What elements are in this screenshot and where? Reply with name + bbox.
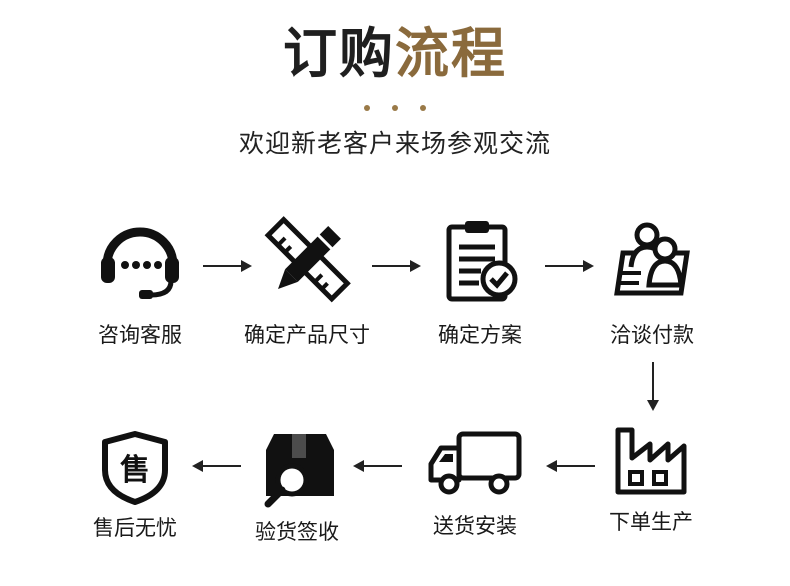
step-label: 洽谈付款 bbox=[610, 323, 694, 347]
step-payment: 洽谈付款 bbox=[577, 215, 727, 349]
step-label: 送货安装 bbox=[433, 514, 517, 538]
step-inspect: 验货签收 bbox=[222, 430, 372, 546]
arrow-right-icon bbox=[372, 258, 422, 277]
step-label: 确定产品尺寸 bbox=[244, 323, 370, 347]
arrow-left-icon bbox=[352, 458, 402, 477]
pencil-ruler-icon bbox=[264, 216, 351, 303]
title-dots bbox=[0, 96, 790, 115]
title-part2: 流程 bbox=[395, 22, 507, 85]
step-label: 验货签收 bbox=[255, 520, 339, 544]
arrow-right-icon bbox=[545, 258, 595, 277]
step-label: 下单生产 bbox=[609, 510, 693, 534]
clipboard-check-icon bbox=[446, 221, 518, 302]
arrow-right-icon bbox=[203, 258, 253, 277]
step-label: 咨询客服 bbox=[98, 323, 182, 347]
factory-icon bbox=[615, 427, 687, 495]
step-delivery: 送货安装 bbox=[400, 430, 550, 540]
box-search-icon bbox=[264, 434, 334, 508]
step-size: 确定产品尺寸 bbox=[232, 215, 382, 349]
step-production: 下单生产 bbox=[576, 420, 726, 536]
page-title: 订购流程 bbox=[0, 22, 790, 86]
headset-icon bbox=[101, 227, 179, 299]
subtitle: 欢迎新老客户来场参观交流 bbox=[238, 129, 551, 158]
step-consult: 咨询客服 bbox=[65, 215, 215, 349]
truck-icon bbox=[428, 431, 522, 495]
shield-char: 售 bbox=[120, 453, 150, 488]
arrow-down-icon bbox=[646, 362, 660, 416]
step-aftersales: 售 售后无忧 bbox=[60, 430, 210, 542]
step-label: 确定方案 bbox=[438, 323, 522, 347]
users-card-icon bbox=[614, 222, 690, 296]
shield-icon: 售 bbox=[102, 431, 168, 505]
step-label: 售后无忧 bbox=[93, 516, 177, 540]
arrow-left-icon bbox=[191, 458, 241, 477]
title-part1: 订购 bbox=[283, 22, 395, 85]
step-plan: 确定方案 bbox=[405, 215, 555, 349]
arrow-left-icon bbox=[545, 458, 595, 477]
